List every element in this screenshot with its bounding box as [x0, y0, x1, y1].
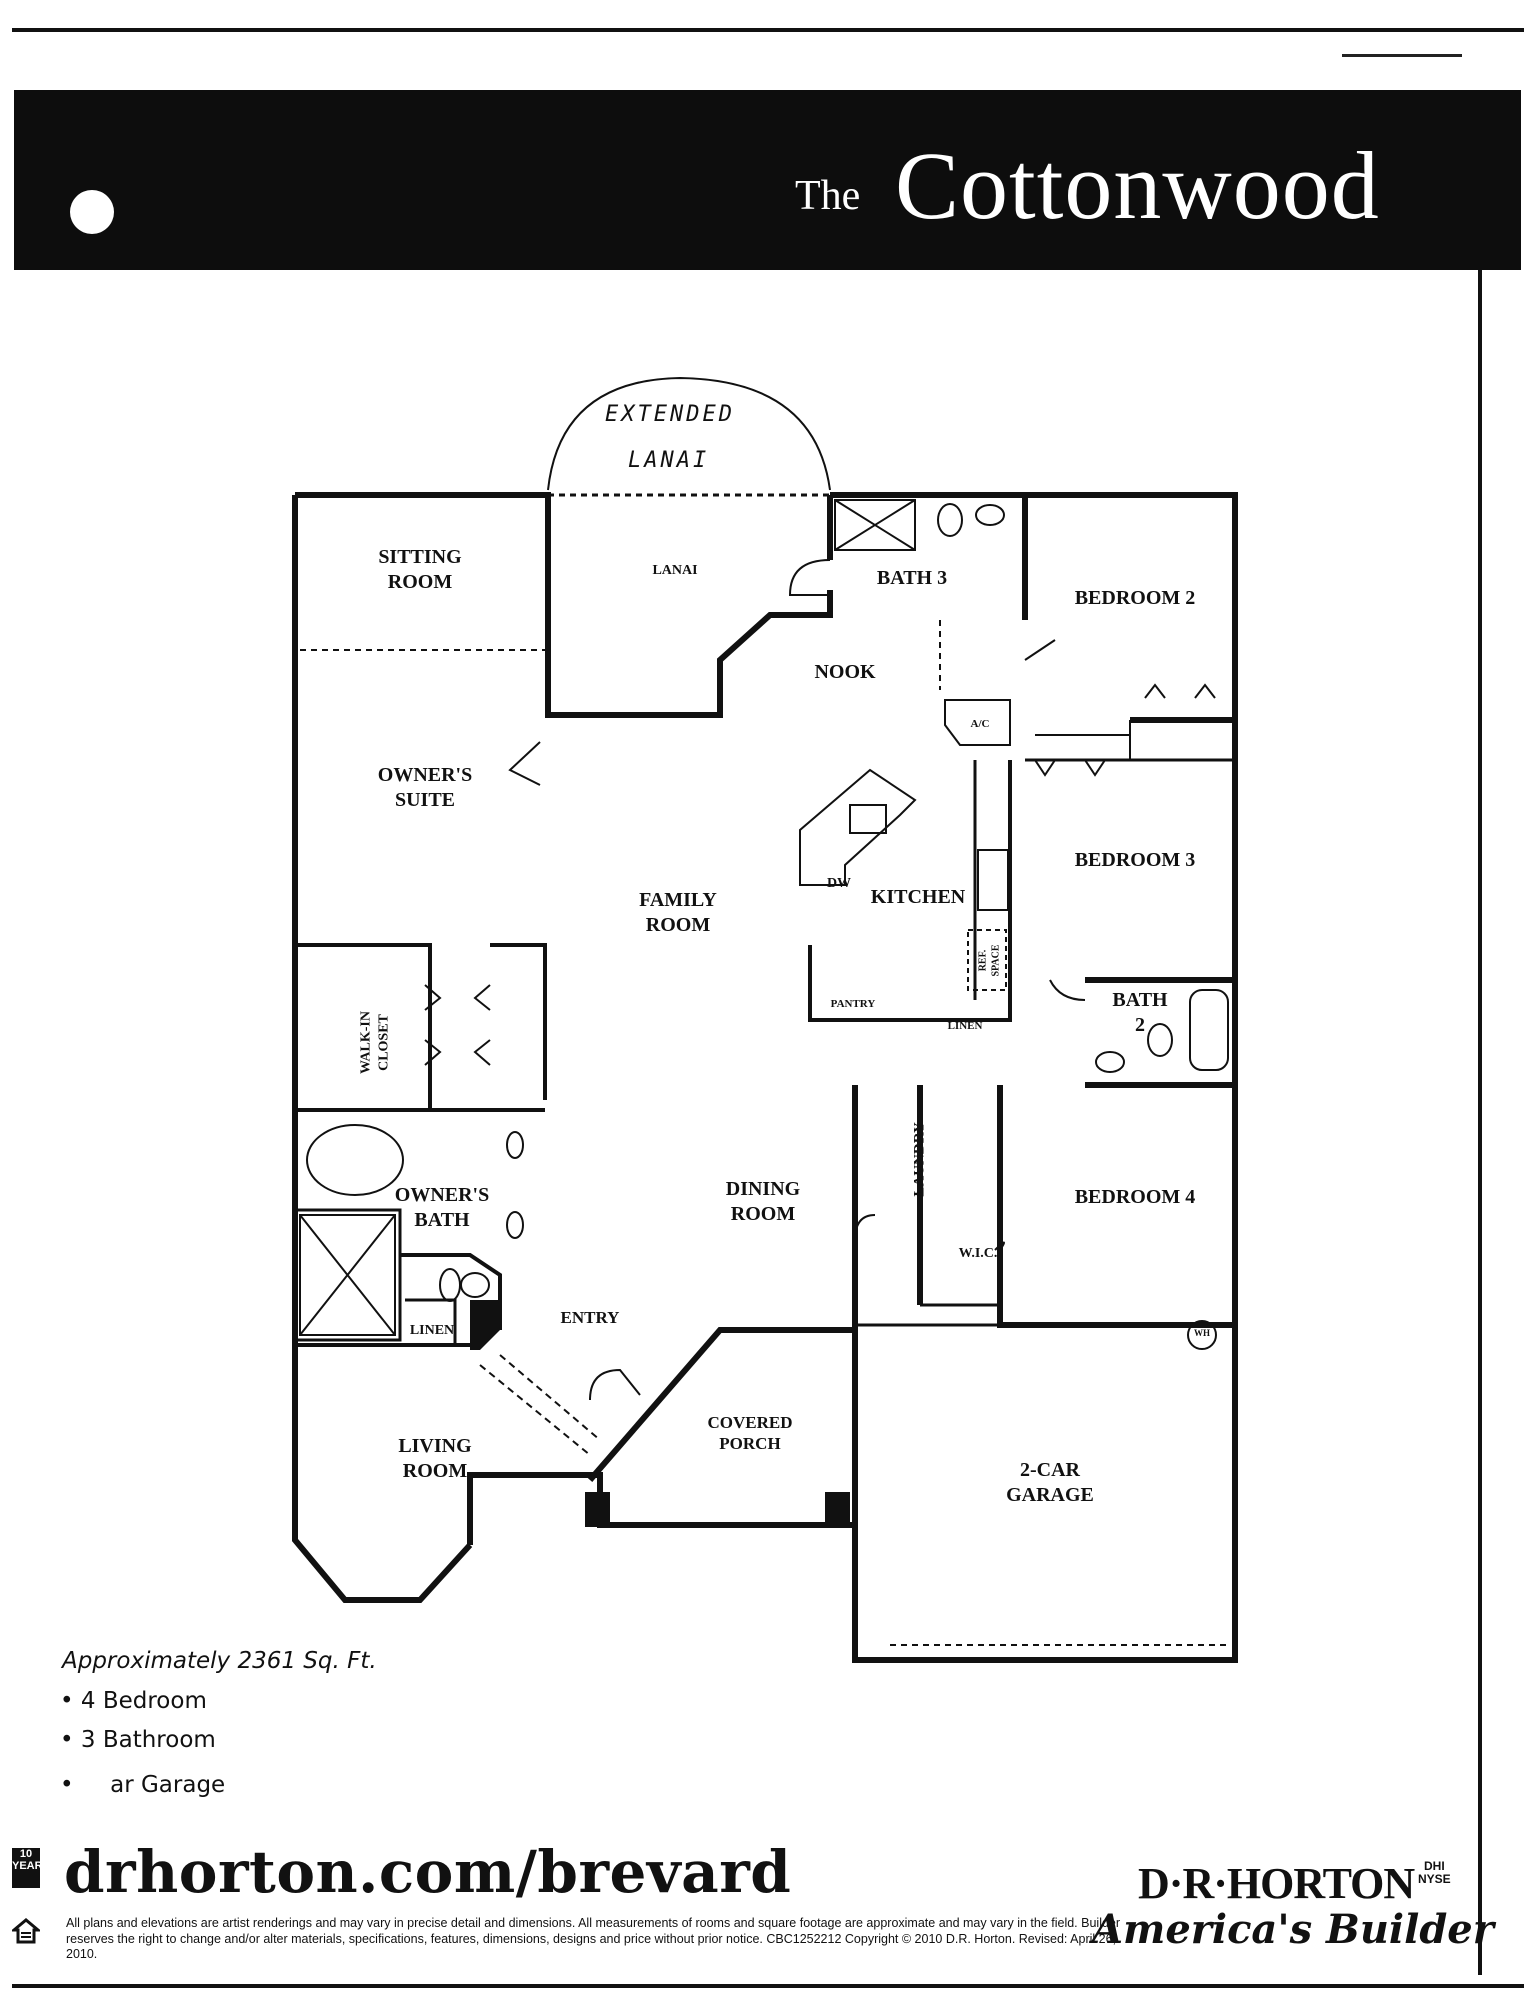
room-living: LIVING ROOM	[398, 1435, 472, 1482]
spec-bathrooms: • 3 Bathroom	[60, 1727, 216, 1753]
label-ac: A/C	[970, 718, 990, 730]
page-edge-line	[1478, 270, 1482, 1975]
room-owners-suite: OWNER'S SUITE	[377, 764, 473, 811]
room-laundry: LAUNDRY	[911, 1122, 928, 1197]
stock-ticker: DHI NYSE	[1418, 1859, 1451, 1886]
room-bath3: BATH 3	[876, 567, 948, 589]
room-owners-bath: OWNER'S BATH	[394, 1184, 490, 1231]
spec-bedrooms: • 4 Bedroom	[60, 1688, 207, 1714]
label-entry: ENTRY	[560, 1308, 620, 1327]
room-covered-porch: COVERED PORCH	[707, 1413, 793, 1454]
label-wic: W.I.C.	[958, 1246, 998, 1261]
page-title: Cottonwood	[895, 132, 1380, 239]
room-bedroom4: BEDROOM 4	[1074, 1186, 1196, 1208]
room-garage: 2-CAR GARAGE	[1006, 1459, 1094, 1506]
warranty-badge: 10 YEAR	[12, 1848, 43, 1888]
handwritten-lanai: LANAI	[628, 448, 710, 473]
spec-garage: • ar Garage	[60, 1772, 226, 1798]
top-border-line	[12, 28, 1524, 32]
label-water-heater: WH	[1193, 1328, 1210, 1338]
room-kitchen: KITCHEN	[870, 886, 966, 908]
handwritten-extended: EXTENDED	[605, 402, 735, 427]
room-bedroom3: BEDROOM 3	[1074, 849, 1196, 871]
bottom-border-line	[12, 1984, 1524, 1988]
title-banner	[14, 90, 1521, 270]
room-sitting: SITTING ROOM	[378, 546, 462, 593]
equal-housing-icon	[12, 1918, 40, 1944]
brand-logo: D·R·HORTON	[1138, 1859, 1415, 1908]
punch-hole	[70, 190, 114, 234]
label-pantry: PANTRY	[830, 998, 876, 1010]
label-linen-hall: LINEN	[947, 1020, 983, 1032]
label-linen-owner: LINEN	[409, 1323, 455, 1338]
label-ref-space: REF. SPACE	[977, 944, 1002, 977]
square-footage: Approximately 2361 Sq. Ft.	[62, 1648, 377, 1674]
room-lanai: LANAI	[652, 563, 698, 578]
brand-tagline: America's Builder	[1092, 1906, 1494, 1953]
title-prefix: The	[795, 173, 861, 219]
room-nook: NOOK	[814, 661, 876, 683]
website-url[interactable]: drhorton.com/brevard	[64, 1838, 792, 1906]
label-dw: DW	[826, 876, 852, 891]
room-bath2: BATH 2	[1112, 989, 1168, 1036]
room-bedroom2: BEDROOM 2	[1074, 587, 1196, 609]
room-dining: DINING ROOM	[725, 1178, 801, 1225]
room-walk-in-closet: WALK-IN CLOSET	[358, 1011, 392, 1075]
scan-mark	[1342, 54, 1462, 57]
room-family: FAMILY ROOM	[639, 889, 717, 936]
legal-disclaimer: All plans and elevations are artist rend…	[66, 1916, 1121, 1962]
